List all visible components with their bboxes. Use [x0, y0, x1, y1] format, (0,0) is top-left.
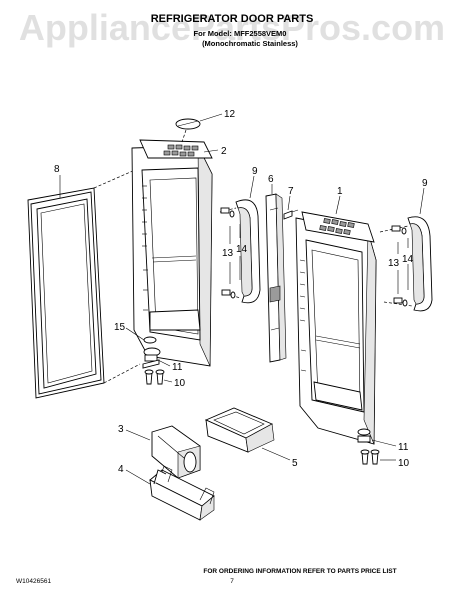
part-handle-studs-left	[219, 207, 241, 299]
leader-7	[287, 195, 291, 211]
leader-15	[125, 327, 145, 341]
leader-11b	[371, 439, 397, 447]
part-left-handle	[235, 199, 261, 304]
leader-3	[125, 429, 151, 441]
callout-9-right: 9	[422, 178, 428, 189]
callout-14-left: 14	[236, 244, 248, 255]
leader-10a	[163, 379, 173, 383]
page-number: 7	[230, 578, 234, 585]
callout-14-right: 14	[402, 254, 414, 265]
watermark: AppliancePartsPros.com	[19, 7, 445, 48]
callout-3: 3	[118, 424, 124, 435]
callout-9-left: 9	[252, 166, 258, 177]
callout-13-right: 13	[388, 258, 400, 269]
part-right-handle	[407, 216, 433, 312]
leader-2	[203, 149, 219, 153]
leader-5	[261, 447, 291, 461]
callout-10-right: 10	[398, 458, 410, 469]
leader-12	[199, 113, 223, 122]
callout-6: 6	[268, 174, 274, 185]
part-dairy-cover	[151, 425, 201, 479]
leader-8-dash-b	[103, 363, 141, 384]
callout-11-right: 11	[398, 442, 409, 453]
callout-7: 7	[288, 186, 294, 197]
callout-8: 8	[54, 164, 60, 175]
leader-9a	[249, 175, 255, 199]
callout-12: 12	[224, 109, 236, 120]
leader-8-dash	[93, 169, 136, 189]
callout-1: 1	[337, 186, 343, 197]
part-mullion-screw	[283, 209, 299, 220]
page-title: REFRIGERATOR DOOR PARTS	[151, 13, 314, 25]
model-line: For Model: MFF2558VEM0	[194, 29, 287, 38]
callout-labels: 1 2 3 4 5 6 7 8 9 9 10 10 11 11 12 13 13…	[54, 109, 428, 475]
part-door-bin	[204, 407, 275, 453]
part-right-door-liner	[295, 211, 377, 445]
part-mullion-bar	[265, 193, 287, 363]
leader-9b	[419, 187, 425, 215]
callout-11-left: 11	[172, 362, 183, 373]
part-dairy-bin	[149, 465, 215, 521]
leader-4	[125, 469, 151, 485]
variant-line: (Monochromatic Stainless)	[202, 39, 298, 48]
callout-15: 15	[114, 322, 126, 333]
part-top-cap	[175, 118, 201, 130]
part-hinge-left	[142, 336, 161, 369]
callout-10-left: 10	[174, 378, 186, 389]
part-hinge-right	[357, 428, 380, 465]
part-door-gasket	[27, 187, 105, 399]
doc-number: W10426561	[16, 578, 51, 585]
leader-11a	[157, 359, 171, 367]
ordering-note: FOR ORDERING INFORMATION REFER TO PARTS …	[203, 568, 396, 575]
leader-12-dash	[181, 129, 187, 143]
callout-4: 4	[118, 464, 124, 475]
leader-1	[335, 195, 341, 215]
part-handle-studs-right	[379, 225, 413, 307]
callout-13-left: 13	[222, 248, 234, 259]
part-screws-left	[144, 369, 165, 385]
part-left-door-liner	[131, 139, 213, 367]
callout-5: 5	[292, 458, 298, 469]
callout-2: 2	[221, 146, 227, 157]
